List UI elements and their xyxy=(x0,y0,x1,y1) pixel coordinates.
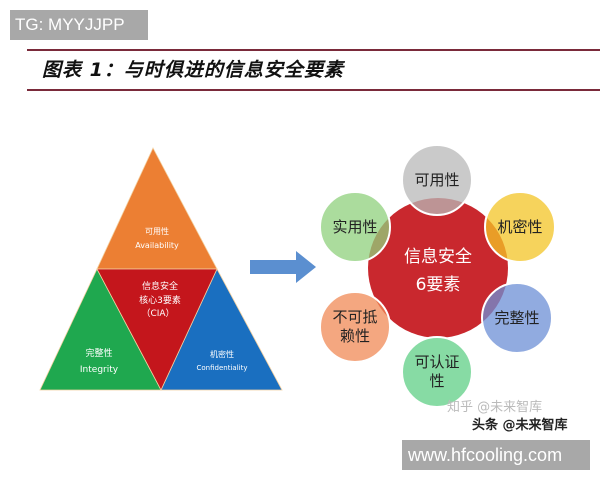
integrity-en: Integrity xyxy=(80,365,119,375)
hub-line2: 6要素 xyxy=(416,275,461,295)
cia-pyramid: 可用性 Availability 信息安全 核心3要素 （CIA） 完整性 In… xyxy=(39,147,283,391)
node-circle xyxy=(401,144,473,216)
node-integrity: 完整性 xyxy=(482,283,552,353)
node-circle xyxy=(484,191,556,263)
node-circle xyxy=(319,191,391,263)
figure-title: 图表 1：与时俱进的信息安全要素 xyxy=(42,59,344,81)
node-label: 完整性 xyxy=(494,308,540,327)
hub-line1: 信息安全 xyxy=(404,247,472,267)
availability-en: Availability xyxy=(135,241,179,250)
node-availability: 可用性 xyxy=(402,145,472,215)
element-nodes xyxy=(319,144,556,408)
integrity-cn: 完整性 xyxy=(85,347,112,359)
node-circle xyxy=(481,282,553,354)
node-circle xyxy=(401,336,473,408)
pyramid-center-cia xyxy=(96,268,218,391)
node-confidentiality: 机密性 xyxy=(485,192,555,262)
availability-cn: 可用性 xyxy=(145,226,169,236)
confidentiality-cn: 机密性 xyxy=(210,349,234,359)
pyramid-top-availability xyxy=(96,147,218,270)
cia-line1: 信息安全 xyxy=(142,280,178,292)
confidentiality-en: Confidentiality xyxy=(197,364,248,372)
node-label: 可认证性 xyxy=(414,353,460,390)
node-label: 可用性 xyxy=(414,170,460,189)
right-arrow-icon xyxy=(250,251,316,283)
node-utility: 实用性 xyxy=(320,192,390,262)
node-label: 不可抵赖性 xyxy=(332,308,378,345)
node-authenticity: 可认证性 xyxy=(402,337,472,407)
node-label: 机密性 xyxy=(497,217,543,236)
node-label: 实用性 xyxy=(332,217,378,236)
bottom-rule xyxy=(27,89,600,91)
site-watermark: www.hfcooling.com xyxy=(402,440,590,470)
toutiao-watermark: 头条 @未来智库 xyxy=(472,418,568,433)
cia-line3: （CIA） xyxy=(141,308,174,319)
node-non-repudiation: 不可抵赖性 xyxy=(320,292,390,362)
top-rule xyxy=(27,49,600,51)
cia-line2: 核心3要素 xyxy=(139,294,181,306)
zhihu-watermark: 知乎 @未来智库 xyxy=(447,400,543,415)
node-circle xyxy=(319,291,391,363)
watermark-tag: TG: MYYJJPP xyxy=(10,10,148,40)
hub-circle xyxy=(368,198,508,338)
